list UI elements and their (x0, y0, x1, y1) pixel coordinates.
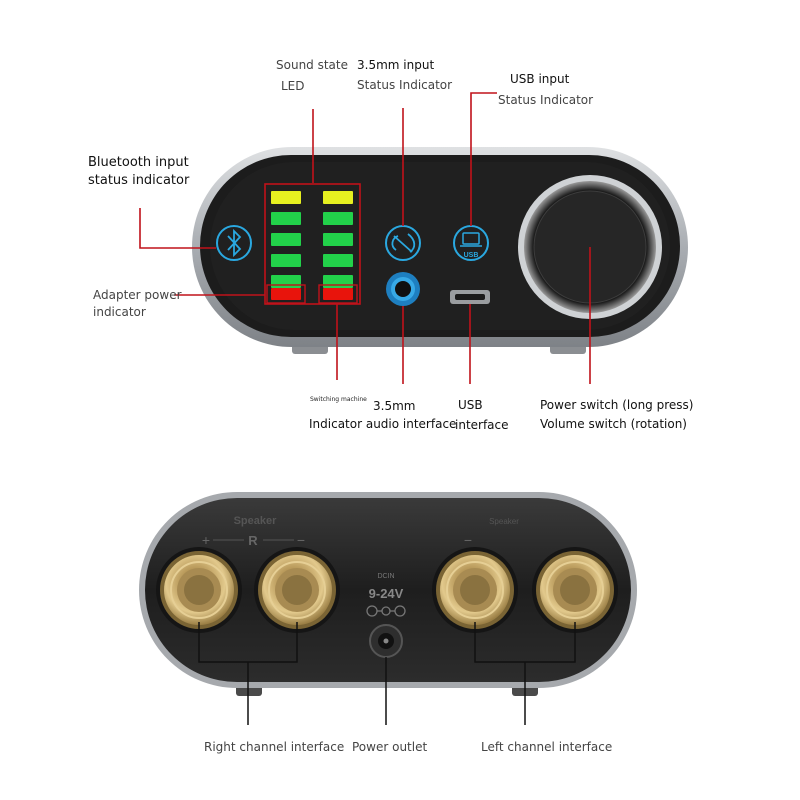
usb-status-leader (470, 92, 497, 226)
right-minus-post (254, 547, 340, 633)
usb-interface-label: USB (458, 398, 483, 412)
speaker-right-text: Speaker (234, 515, 278, 527)
bottom-callout-lines (198, 622, 576, 725)
audio-jack-35mm (386, 272, 420, 306)
iface35-audio-label: Indicator audio interface (309, 417, 457, 431)
usb-input-label: USB input (510, 72, 570, 86)
input35-label: 3.5mm input (357, 58, 435, 72)
r-channel-mark: R (248, 533, 258, 548)
bluetooth-input-label: Bluetooth input (88, 155, 189, 170)
sound-state-led-label: LED (281, 79, 305, 93)
polarity-symbol-icon (366, 605, 406, 617)
bluetooth-leader (139, 208, 216, 249)
speaker-posts (156, 547, 618, 633)
switching-machine-label: Switching machine (310, 396, 367, 403)
led-segment (271, 212, 301, 225)
adapter-power-led (271, 288, 301, 300)
plus-right-text: + (202, 532, 210, 548)
adapter-led-frame (266, 284, 306, 304)
left-minus-post (432, 547, 518, 633)
led-segment (271, 191, 301, 204)
speaker-left-text: Speaker (489, 517, 519, 526)
right-channel-label: Right channel interface (204, 740, 345, 754)
volume-switch-label: Volume switch (rotation) (540, 417, 687, 431)
usb-interface-sub-label: interface (455, 418, 509, 432)
usb-status-label: Status Indicator (498, 93, 594, 107)
switch-led-frame (318, 284, 358, 304)
led-segment (323, 254, 353, 267)
left-plus-post (532, 547, 618, 633)
voltage-text: 9-24V (369, 586, 404, 601)
dc-power-jack (369, 624, 403, 658)
led-meter-frame (264, 183, 361, 305)
power-switch-label: Power switch (long press) (540, 398, 694, 412)
led-meter (264, 183, 361, 305)
iface35-label: 3.5mm (373, 399, 416, 413)
bluetooth-icon (216, 225, 252, 261)
led-segment (323, 233, 353, 246)
dcin-text: DCIN (377, 573, 394, 580)
input35-status-label: Status Indicator (357, 78, 453, 92)
sound-state-label: Sound state (276, 58, 348, 72)
left-channel-label: Left channel interface (481, 740, 613, 754)
usb-icon-text: USB (464, 252, 479, 259)
bluetooth-status-label: status indicator (88, 173, 190, 188)
volume-knob (518, 175, 662, 319)
led-segment (323, 275, 353, 288)
minus-right-text: − (297, 532, 305, 548)
right-plus-post (156, 547, 242, 633)
micro-usb-port (450, 290, 490, 304)
led-segment (323, 212, 353, 225)
adapter-power-label: Adapter power (93, 288, 182, 302)
minus-left-text: − (464, 532, 472, 548)
top-callout-lines (139, 92, 591, 384)
led-segment (271, 254, 301, 267)
bottom-device-body (139, 492, 637, 688)
adapter-indicator-label: indicator (93, 305, 146, 319)
led-segment (323, 191, 353, 204)
led-segment (271, 233, 301, 246)
led-segment (271, 275, 301, 288)
switching-led (323, 288, 353, 300)
power-outlet-label: Power outlet (352, 740, 428, 754)
